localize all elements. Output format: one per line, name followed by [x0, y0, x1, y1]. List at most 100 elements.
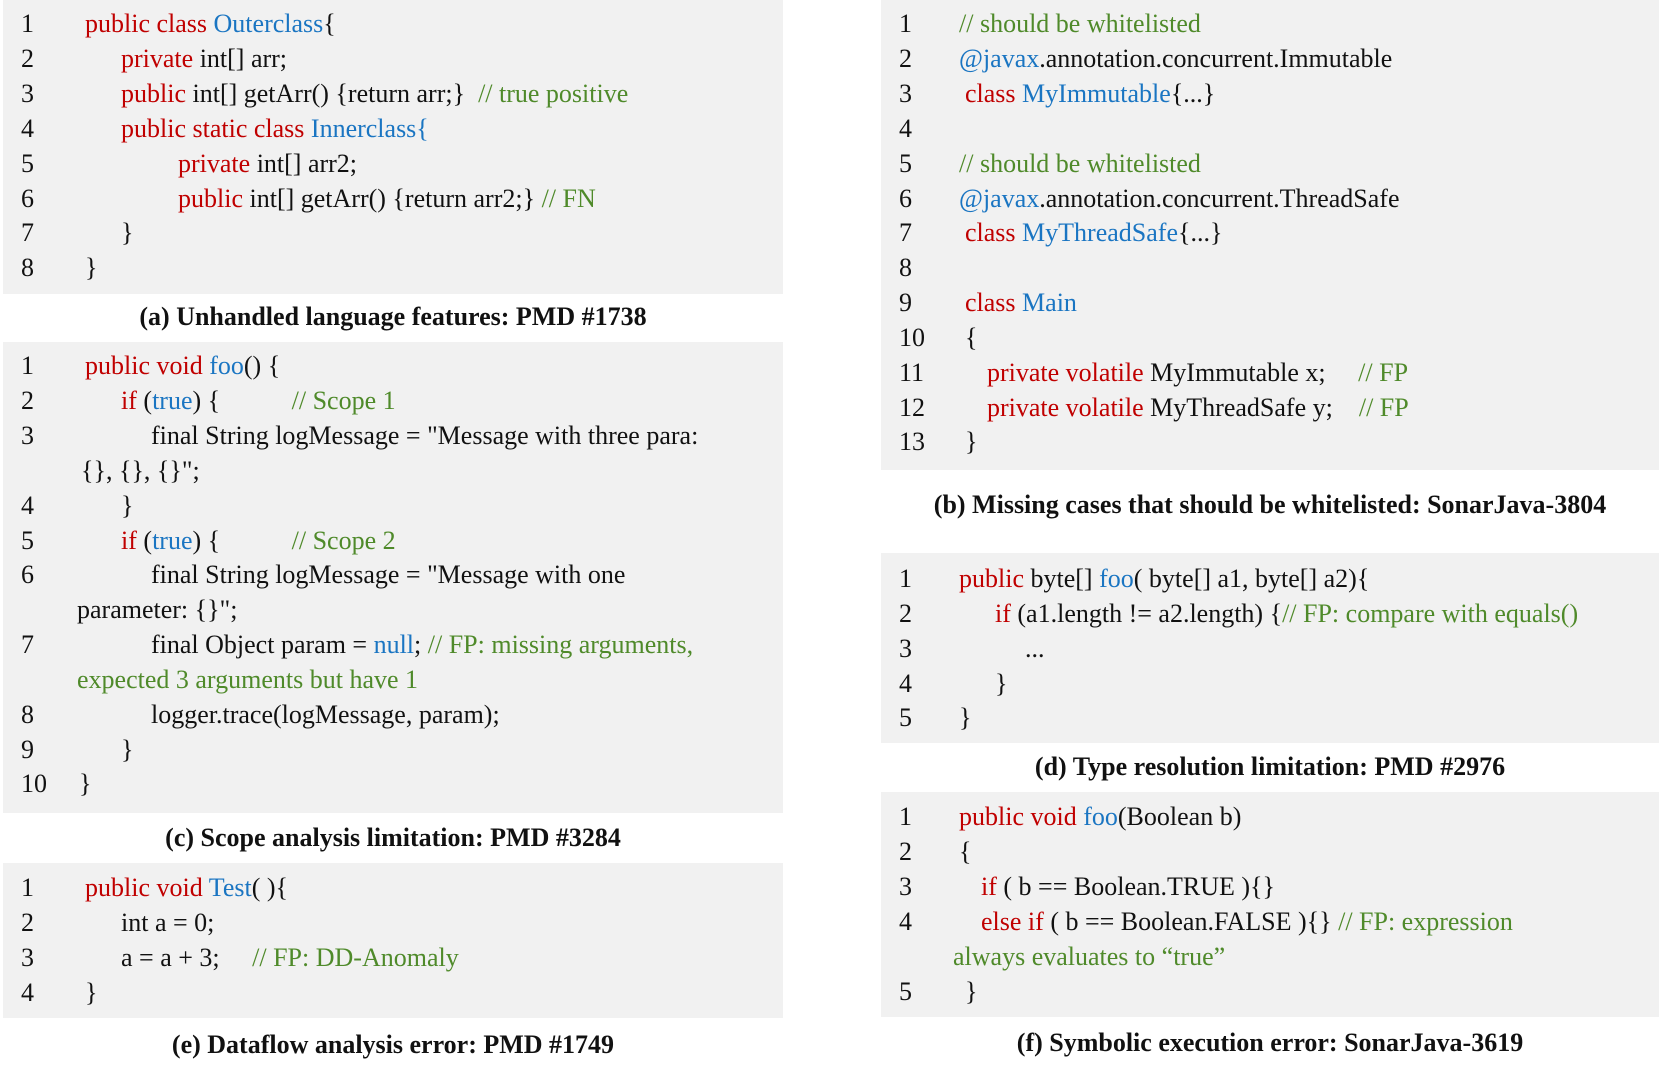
- line-number: 1: [21, 873, 34, 902]
- code-line: 8}: [3, 250, 783, 285]
- code-line: expected 3 arguments but have 1: [3, 662, 783, 697]
- line-number: 3: [21, 943, 34, 972]
- line-number: 6: [21, 184, 34, 213]
- code-line: 10}: [3, 766, 783, 801]
- code-line: 6 final String logMessage = "Message with…: [3, 557, 783, 592]
- code-line: 5 // should be whitelisted: [881, 146, 1659, 181]
- line-number: 11: [899, 358, 925, 387]
- code-token: ) {: [192, 386, 292, 415]
- code-text: else if ( b == Boolean.FALSE ){} // FP: …: [981, 904, 1513, 939]
- code-text: if ( b == Boolean.TRUE ){}: [981, 869, 1275, 904]
- code-text: }: [965, 974, 977, 1009]
- code-token: {...}: [1170, 79, 1216, 108]
- code-token: ( byte[] a1, byte[] a2){: [1133, 564, 1370, 593]
- line-number: 4: [21, 491, 34, 520]
- line-number: 7: [899, 218, 912, 247]
- code-token: final String logMessage = "Message with …: [151, 560, 626, 589]
- code-token: () {: [243, 351, 281, 380]
- code-text: class MyImmutable{...}: [965, 76, 1215, 111]
- line-number: 5: [899, 977, 912, 1006]
- keyword-token: public static class: [121, 114, 311, 143]
- comment-token: // should be whitelisted: [959, 149, 1201, 178]
- code-line: 2{: [881, 834, 1659, 869]
- code-text: }: [121, 215, 133, 250]
- comment-token: // FP: [1358, 358, 1409, 387]
- line-number: 5: [899, 149, 912, 178]
- code-line: 13}: [881, 424, 1659, 459]
- code-token: ;: [414, 630, 428, 659]
- code-text: ...: [1025, 631, 1045, 666]
- line-number: 3: [899, 79, 912, 108]
- code-line: always evaluates to “true”: [881, 939, 1659, 974]
- caption-f: (f) Symbolic execution error: SonarJava-…: [1016, 1028, 1524, 1057]
- line-number: 3: [899, 634, 912, 663]
- comment-token: always evaluates to “true”: [953, 942, 1226, 971]
- code-line: 9}: [3, 732, 783, 767]
- code-text: public byte[] foo( byte[] a1, byte[] a2)…: [959, 561, 1369, 596]
- keyword-token: if: [121, 526, 144, 555]
- line-number: 1: [899, 9, 912, 38]
- code-token: ) {: [192, 526, 292, 555]
- line-number: 7: [21, 218, 34, 247]
- keyword-token: if: [995, 599, 1018, 628]
- line-number: 4: [899, 669, 912, 698]
- identifier-token: Innerclass{: [310, 114, 429, 143]
- code-token: MyThreadSafe y;: [1150, 393, 1359, 422]
- code-token: .annotation.concurrent.ThreadSafe: [1039, 184, 1400, 213]
- code-token: }: [85, 978, 98, 1007]
- line-number: 5: [899, 703, 912, 732]
- line-number: 2: [21, 386, 34, 415]
- identifier-token: Outerclass: [213, 9, 324, 38]
- keyword-token: public: [121, 79, 193, 108]
- code-text: private int[] arr2;: [178, 146, 357, 181]
- code-text: {}, {}, {}";: [81, 453, 200, 488]
- line-number: 2: [21, 908, 34, 937]
- code-token: ( b == Boolean.FALSE ){}: [1050, 907, 1339, 936]
- code-token: parameter: {}";: [77, 595, 238, 624]
- code-token: int[] getArr() {return arr2;}: [249, 184, 542, 213]
- code-line: parameter: {}";: [3, 592, 783, 627]
- comment-token: // FP: DD-Anomaly: [252, 943, 459, 972]
- line-number: 12: [899, 393, 925, 422]
- code-text: }: [85, 250, 97, 285]
- code-text: }: [121, 488, 133, 523]
- code-text: public int[] getArr() {return arr2;} // …: [178, 181, 596, 216]
- code-token: .annotation.concurrent.Immutable: [1039, 44, 1393, 73]
- identifier-token: foo: [1099, 564, 1134, 593]
- code-token: final String logMessage = "Message with …: [151, 421, 699, 450]
- comment-token: // true positive: [478, 79, 629, 108]
- comment-token: // FP: [1358, 393, 1409, 422]
- caption-a: (a) Unhandled language features: PMD #17…: [139, 302, 647, 331]
- line-number: 3: [21, 79, 34, 108]
- code-text: public static class Innerclass{: [121, 111, 429, 146]
- code-token: {: [959, 837, 972, 866]
- line-number: 10: [899, 323, 925, 352]
- identifier-token: foo: [209, 351, 244, 380]
- keyword-token: public void: [959, 802, 1084, 831]
- comment-token: expected 3 arguments but have 1: [77, 665, 419, 694]
- comment-token: // Scope 2: [291, 526, 396, 555]
- keyword-token: public: [178, 184, 250, 213]
- code-token: MyImmutable x;: [1150, 358, 1359, 387]
- code-token: (Boolean b): [1117, 802, 1242, 831]
- keyword-token: if: [981, 872, 1004, 901]
- code-text: public void foo(Boolean b): [959, 799, 1241, 834]
- code-token: {: [965, 323, 978, 352]
- comment-token: // Scope 1: [291, 386, 396, 415]
- keyword-token: class: [965, 218, 1023, 247]
- comment-token: // FP: missing arguments,: [427, 630, 694, 659]
- code-text: int a = 0;: [121, 905, 214, 940]
- line-number: 6: [21, 560, 34, 589]
- code-text: if (true) { // Scope 2: [121, 523, 396, 558]
